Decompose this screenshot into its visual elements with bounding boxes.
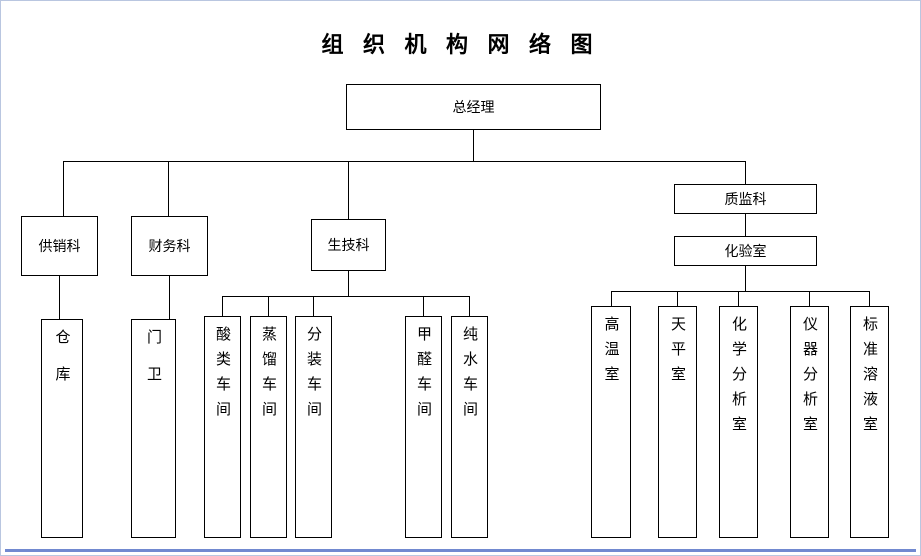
connector <box>63 161 64 216</box>
node-label: 天平室 <box>669 316 686 391</box>
node-packing-workshop: 分装车间 <box>295 316 332 538</box>
node-label: 甲醛车间 <box>415 326 432 426</box>
node-quality-dept: 质监科 <box>674 184 817 214</box>
connector <box>168 161 169 216</box>
node-lab: 化验室 <box>674 236 817 266</box>
connector <box>677 291 678 306</box>
node-instrument-analysis-room: 仪器分析室 <box>790 306 829 538</box>
node-pure-water-workshop: 纯水车间 <box>451 316 488 538</box>
node-label: 高温室 <box>602 316 620 391</box>
connector <box>869 291 870 306</box>
connector <box>809 291 810 306</box>
connector <box>313 296 314 316</box>
node-standard-solution-room: 标准溶液室 <box>850 306 889 538</box>
connector <box>268 296 269 316</box>
node-gate-guard: 门卫 <box>131 319 176 538</box>
node-label: 纯水车间 <box>461 326 478 426</box>
node-label: 蒸馏车间 <box>260 326 277 426</box>
node-label: 酸类车间 <box>214 326 231 426</box>
connector <box>169 276 170 319</box>
org-chart-title: 组 织 机 构 网 络 图 <box>321 32 600 57</box>
connector <box>59 276 60 319</box>
connector <box>745 161 746 184</box>
connector <box>423 296 424 316</box>
node-high-temp-room: 高温室 <box>591 306 631 538</box>
node-label: 门卫 <box>145 329 162 403</box>
node-tech-dept: 生技科 <box>311 219 386 271</box>
connector <box>469 296 470 316</box>
node-label: 分装车间 <box>305 326 322 426</box>
node-supply-dept: 供销科 <box>21 216 98 276</box>
connector <box>348 161 349 219</box>
node-general-manager: 总经理 <box>346 84 601 130</box>
connector <box>611 291 612 306</box>
node-distillation-workshop: 蒸馏车间 <box>250 316 287 538</box>
connector <box>738 291 739 306</box>
connector <box>473 130 474 161</box>
connector <box>348 271 349 296</box>
connector <box>222 296 223 316</box>
connector <box>745 214 746 236</box>
connector <box>745 266 746 291</box>
node-label: 仪器分析室 <box>801 316 818 441</box>
node-finance-dept: 财务科 <box>131 216 208 276</box>
connector <box>222 296 470 297</box>
node-warehouse: 仓库 <box>41 319 83 538</box>
node-balance-room: 天平室 <box>658 306 697 538</box>
node-formaldehyde-workshop: 甲醛车间 <box>405 316 442 538</box>
node-chemical-analysis-room: 化学分析室 <box>719 306 758 538</box>
node-acid-workshop: 酸类车间 <box>204 316 241 538</box>
connector <box>63 161 746 162</box>
node-label: 仓库 <box>53 329 71 403</box>
node-label: 化学分析室 <box>730 316 747 441</box>
bottom-border-line <box>5 549 916 552</box>
node-label: 标准溶液室 <box>861 316 878 441</box>
connector <box>611 291 870 292</box>
